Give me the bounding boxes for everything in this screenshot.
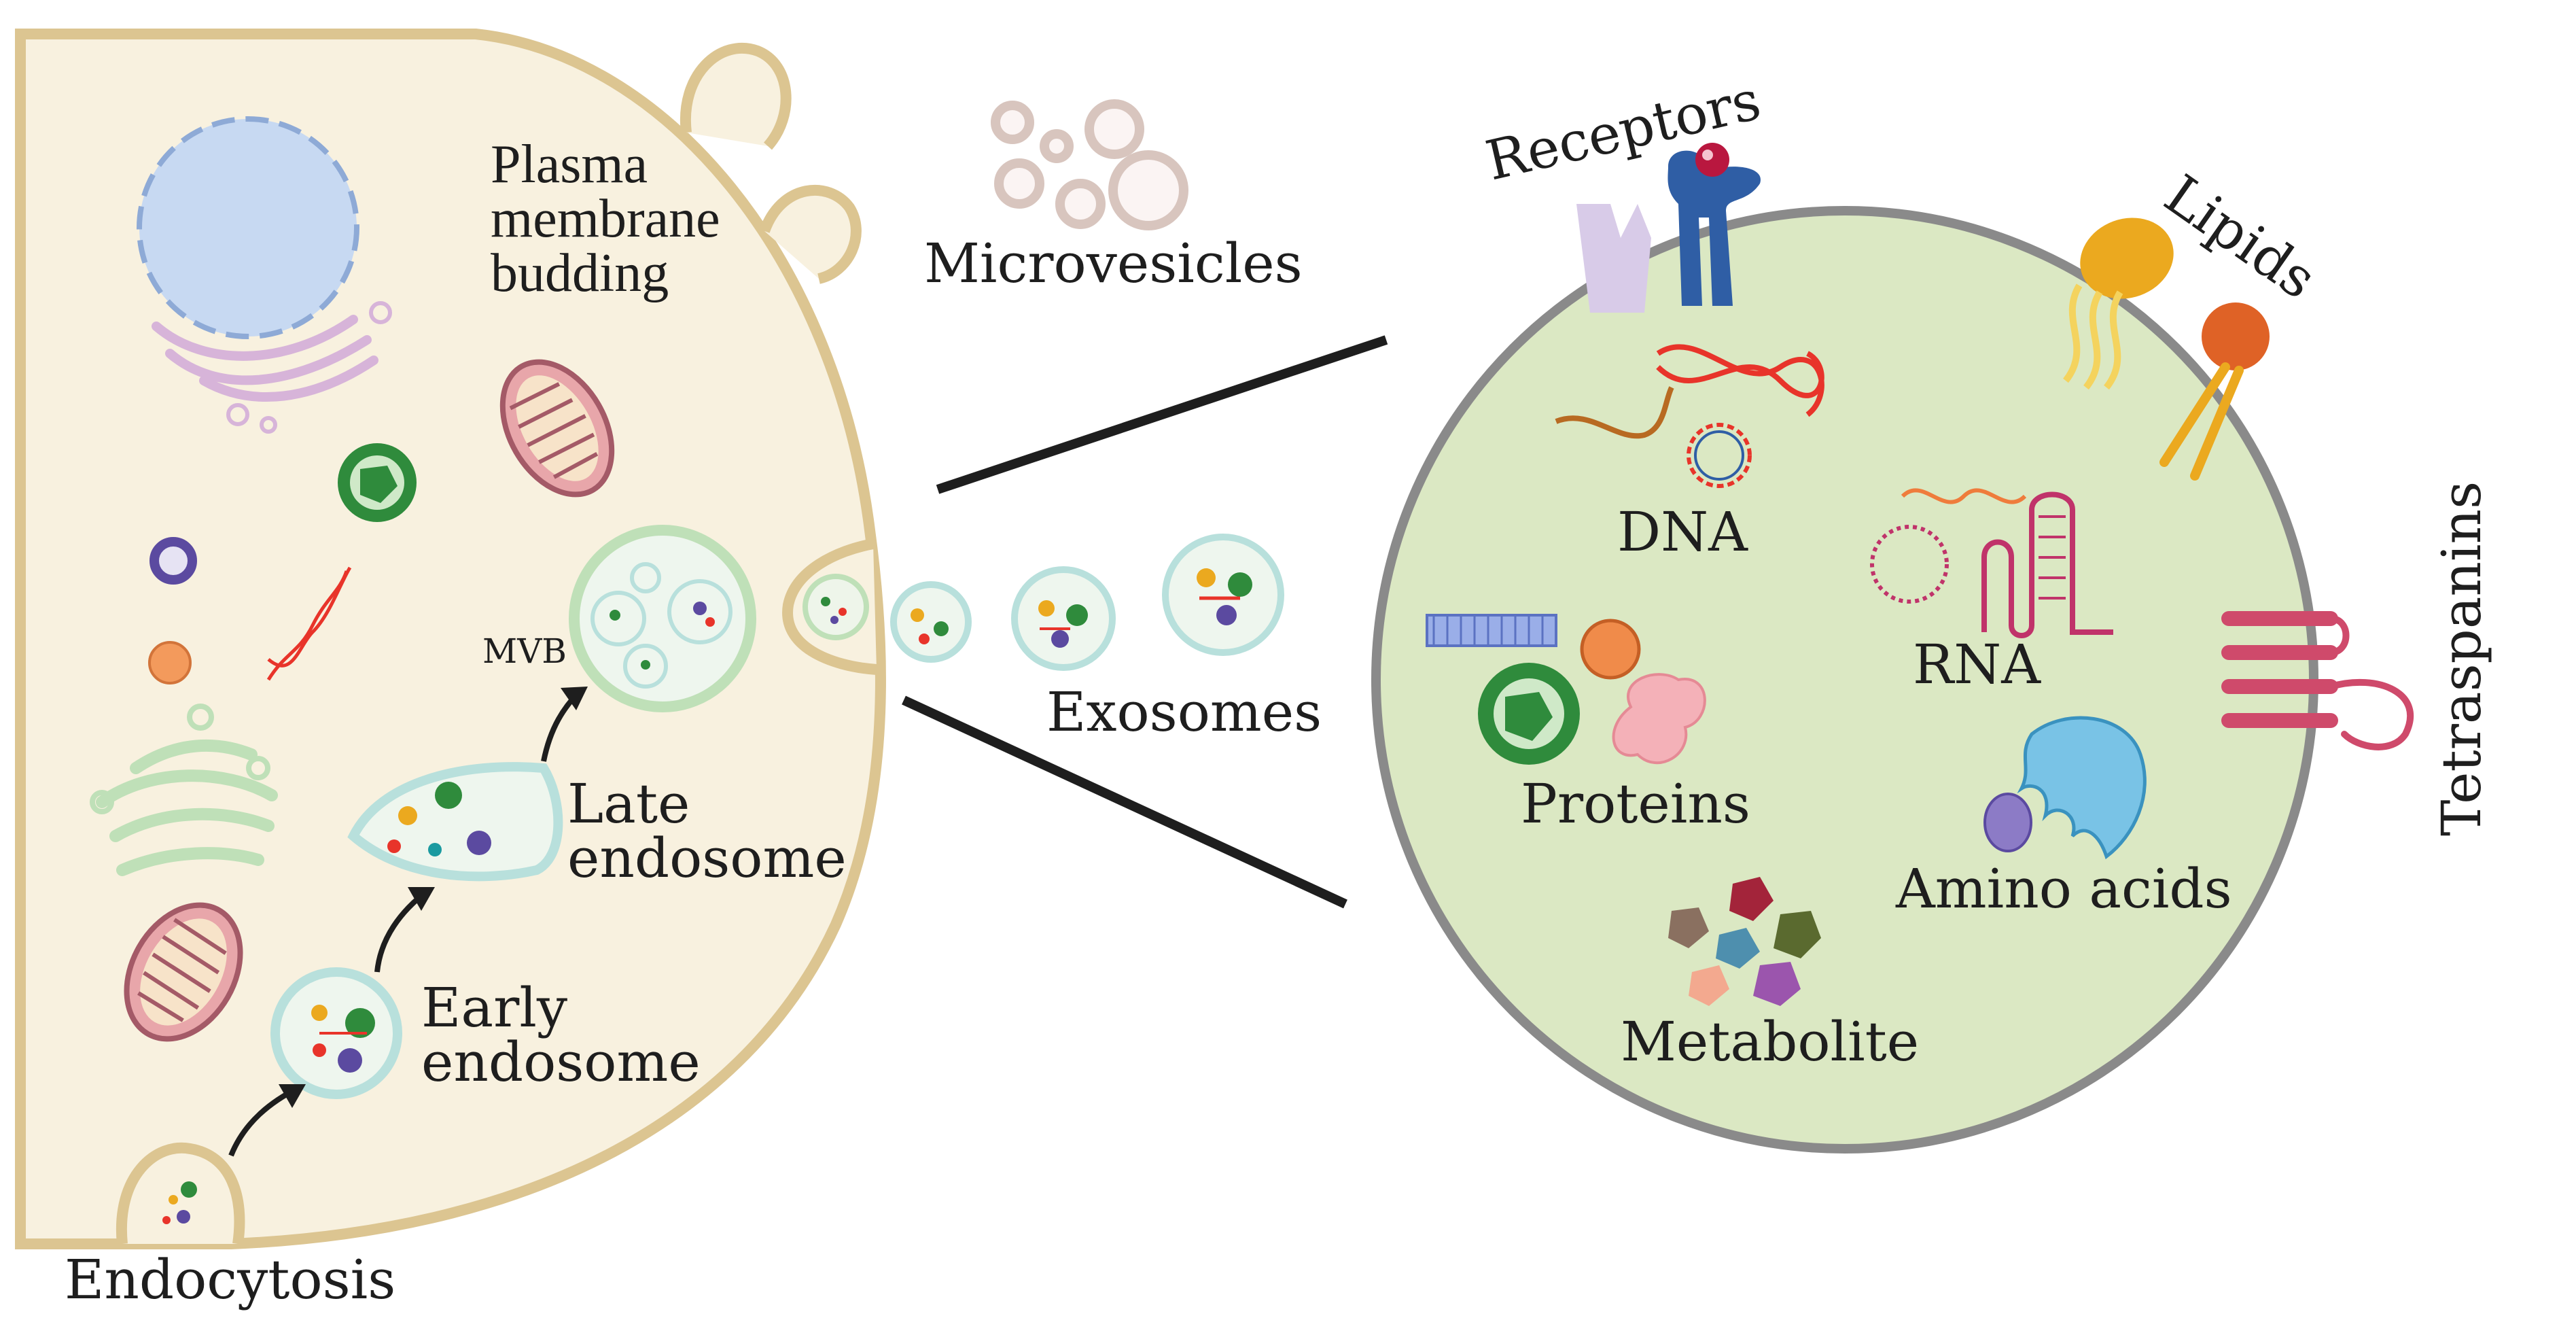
label-early-endosome-2: endosome [421, 1030, 701, 1094]
label-early-endosome-1: Early [421, 976, 567, 1039]
microvesicles-cluster [991, 99, 1188, 230]
lipid-red-icon [2159, 302, 2270, 481]
exocytosis-pore [782, 538, 877, 675]
zoom-lines [902, 335, 1388, 909]
mitochondrion-top [499, 359, 615, 498]
rna-icon [1870, 488, 2113, 638]
mitochondrion-bottom [124, 902, 243, 1042]
label-amino-acids: Amino acids [1895, 857, 2232, 920]
golgi-left [90, 704, 278, 876]
metabolite-icon [1668, 877, 1821, 1006]
tetraspanin-icon [2221, 611, 2414, 750]
exosome-1 [890, 581, 972, 663]
label-late-endosome-1: Late [567, 772, 690, 835]
label-dna: DNA [1617, 500, 1748, 564]
protein-green-cell [338, 443, 417, 522]
label-lipids: Lipids [2153, 162, 2327, 311]
label-plasma-membrane-budding-3: budding [491, 243, 669, 303]
vesicle-purple-small [149, 537, 197, 585]
endocytosis-pit [116, 1142, 245, 1245]
orange-particle [148, 641, 192, 684]
label-rna: RNA [1913, 633, 2041, 696]
label-late-endosome-2: endosome [567, 827, 847, 890]
label-metabolite: Metabolite [1621, 1010, 1919, 1073]
label-exosomes: Exosomes [1046, 680, 1322, 744]
label-proteins: Proteins [1521, 772, 1750, 835]
golgi-top [152, 301, 392, 434]
mvb [569, 525, 756, 712]
proteins-icon [1426, 614, 1706, 765]
receptor-purple-icon [1576, 204, 1651, 313]
label-microvesicles: Microvesicles [924, 232, 1303, 295]
receptor-blue-icon [1668, 143, 1761, 306]
dna-icon [1555, 344, 1824, 488]
exosome-zoom [1371, 143, 2414, 1154]
exosome-2 [1011, 566, 1116, 671]
nucleus [137, 116, 359, 339]
amino-acids-icon [1983, 716, 2147, 860]
label-plasma-membrane-budding-2: membrane [491, 189, 720, 249]
label-endocytosis: Endocytosis [65, 1248, 395, 1311]
label-plasma-membrane-budding-1: Plasma [491, 135, 648, 194]
label-tetraspanins: Tetraspanins [2430, 481, 2493, 836]
cell [15, 29, 886, 1249]
label-mvb: MVB [482, 631, 567, 671]
dna-helix-cell [266, 566, 352, 681]
early-endosome [270, 967, 402, 1099]
released-exosomes [890, 534, 1284, 671]
late-endosome [347, 762, 563, 882]
pathway-arrowheads [279, 687, 588, 1108]
lipid-orange-icon [2062, 218, 2174, 390]
exosome-3 [1162, 534, 1284, 656]
plasma-membrane-buds [680, 42, 862, 284]
